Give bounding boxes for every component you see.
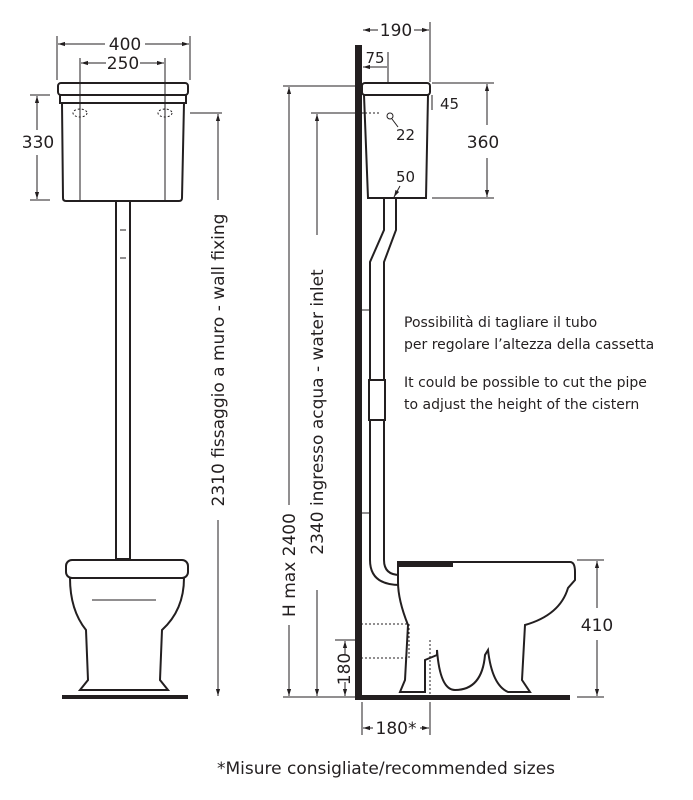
wall (355, 45, 362, 699)
dim-outlet-50: 50 (396, 168, 415, 186)
dim-width-400: 400 (109, 35, 141, 55)
dim-wall-fixing-2310: 2310 fissaggio a muro - wall fixing (209, 214, 229, 507)
floor (355, 695, 570, 700)
front-cistern (57, 82, 189, 202)
side-view: 190 75 45 22 360 50 H max 2400 2340 ingr… (280, 21, 613, 739)
note-en-line-1: It could be possible to cut the pipe (404, 375, 647, 391)
side-flush-pipe (362, 197, 401, 587)
dim-offset-45: 45 (440, 95, 459, 113)
dim-water-inlet-2340: 2340 ingresso acqua - water inlet (308, 269, 328, 555)
front-flush-pipe (115, 200, 131, 560)
dim-depth-190: 190 (380, 21, 412, 41)
dim-outlet-height-180: 180 (335, 653, 355, 685)
front-floor-line (62, 695, 188, 699)
dim-height-360: 360 (467, 133, 499, 153)
front-wc-bowl (65, 559, 189, 691)
dim-height-330: 330 (22, 133, 54, 153)
note-it-line-1: Possibilità di tagliare il tubo (404, 315, 597, 331)
pipe-cut-note: Possibilità di tagliare il tubo per rego… (404, 315, 654, 413)
note-en-line-2: to adjust the height of the cistern (404, 397, 639, 413)
side-cistern (361, 82, 431, 199)
front-view: 400 250 330 2310 fissaggio a muro - wall… (22, 35, 229, 699)
dim-bowl-height-410: 410 (581, 616, 613, 636)
dim-outlet-distance-180: 180* (376, 719, 417, 739)
dim-offset-75: 75 (365, 49, 384, 67)
dim-max-height-2400: H max 2400 (280, 513, 300, 617)
dim-inlet-22: 22 (396, 126, 415, 144)
dim-fixing-250: 250 (107, 54, 139, 74)
note-it-line-2: per regolare l’altezza della cassetta (404, 337, 654, 353)
side-wc-bowl (356, 561, 576, 695)
footer-note: *Misure consigliate/recommended sizes (217, 759, 555, 779)
